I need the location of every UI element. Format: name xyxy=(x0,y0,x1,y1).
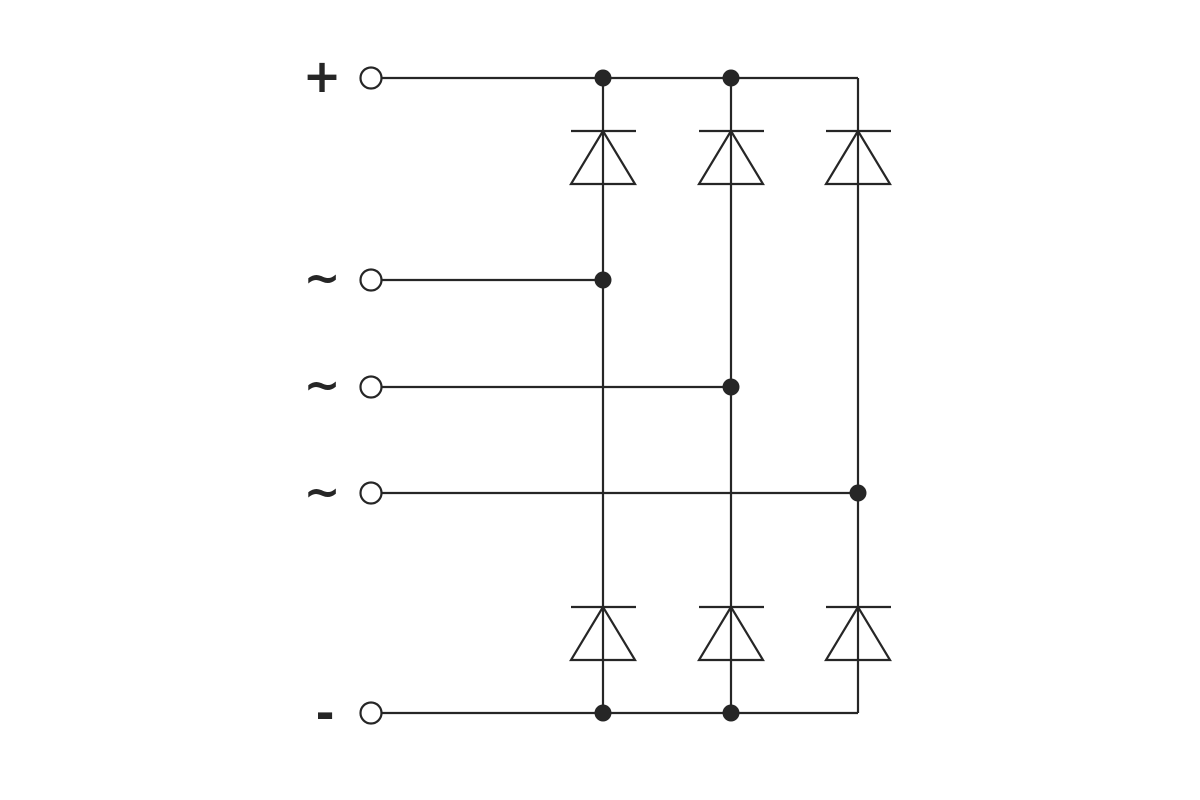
terminal-label-ac1: ~ xyxy=(304,253,341,304)
junction-dot xyxy=(849,484,867,502)
terminal-label-minus: - xyxy=(315,686,334,740)
terminal-ring-minus xyxy=(359,701,383,725)
junction-dot xyxy=(722,378,740,396)
terminal-ring-ac2 xyxy=(359,375,383,399)
terminal-ring-ac3 xyxy=(359,481,383,505)
junction-dot xyxy=(722,69,740,87)
terminal-label-plus: + xyxy=(303,49,342,103)
terminal-ring-plus xyxy=(359,66,383,90)
junction-dot xyxy=(722,704,740,722)
junction-dot xyxy=(594,704,612,722)
terminal-ring-ac1 xyxy=(359,268,383,292)
terminal-label-ac2: ~ xyxy=(304,360,341,411)
junction-dot xyxy=(594,271,612,289)
junction-dot xyxy=(594,69,612,87)
terminal-label-ac3: ~ xyxy=(304,467,341,518)
